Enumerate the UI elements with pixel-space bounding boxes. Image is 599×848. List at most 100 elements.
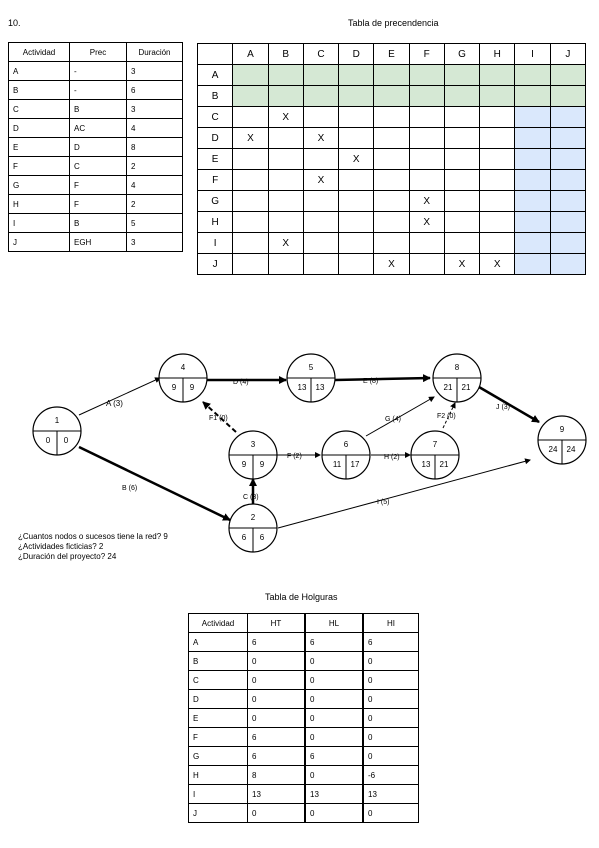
matrix-cell xyxy=(338,169,375,191)
table-cell: D xyxy=(69,137,127,157)
matrix-cell xyxy=(549,85,587,107)
node-late-time: 24 xyxy=(567,445,576,454)
matrix-cell xyxy=(408,106,445,128)
node-late-time: 13 xyxy=(316,383,325,392)
table-cell: J xyxy=(8,232,70,252)
node-late-time: 21 xyxy=(440,460,449,469)
edge-label-f2: F2 (0) xyxy=(437,413,456,420)
node-early-time: 24 xyxy=(549,445,558,454)
table-cell: 6 xyxy=(362,632,419,652)
node-early-time: 9 xyxy=(172,383,177,392)
table-row: B-6 xyxy=(8,80,183,100)
edge-label-e: E (8) xyxy=(363,378,378,385)
matrix-cell xyxy=(479,127,516,149)
slack-hi-header: HI xyxy=(362,613,419,633)
matrix-cell xyxy=(443,85,481,107)
matrix-column-header: E xyxy=(373,43,410,65)
matrix-cell xyxy=(338,64,375,86)
matrix-row-header: G xyxy=(196,190,234,212)
questions-block: ¿Cuantos nodos o sucesos tiene la red? 9… xyxy=(18,532,168,562)
matrix-cell xyxy=(514,148,551,170)
matrix-cell xyxy=(302,232,340,254)
matrix-cell xyxy=(549,232,587,254)
matrix-cell xyxy=(549,127,587,149)
table-cell: C xyxy=(69,156,127,176)
problem-number: 10. xyxy=(8,18,21,28)
matrix-cell: X xyxy=(479,253,516,275)
matrix-cell xyxy=(479,211,516,233)
table-cell: 0 xyxy=(304,765,364,785)
matrix-cell xyxy=(338,211,375,233)
edge-label-j: J (3) xyxy=(496,404,510,411)
matrix-row-header: C xyxy=(196,106,234,128)
table-cell: -6 xyxy=(362,765,419,785)
matrix-cell xyxy=(514,169,551,191)
edge-g xyxy=(365,396,435,437)
edge-label-i: I (5) xyxy=(377,499,389,506)
node-early-time: 0 xyxy=(46,436,51,445)
table-cell: E xyxy=(188,708,248,728)
slack-activity-header: Actividad xyxy=(188,613,248,633)
matrix-cell xyxy=(514,211,551,233)
matrix-row-header: D xyxy=(196,127,234,149)
node-early-time: 13 xyxy=(422,460,431,469)
matrix-cell xyxy=(443,211,481,233)
matrix-cell: X xyxy=(408,211,445,233)
table-cell: H xyxy=(8,194,70,214)
table-cell: I xyxy=(8,213,70,233)
table-cell: E xyxy=(8,137,70,157)
slack-title: Tabla de Holguras xyxy=(265,592,338,602)
table-cell: H xyxy=(188,765,248,785)
question-dummy: ¿Actividades ficticias? 2 xyxy=(18,542,104,551)
table-cell: D xyxy=(8,118,70,138)
matrix-cell xyxy=(267,211,304,233)
matrix-cell xyxy=(443,127,481,149)
matrix-cell xyxy=(514,64,551,86)
matrix-cell xyxy=(232,85,269,107)
matrix-cell xyxy=(479,148,516,170)
table-cell: F xyxy=(188,727,248,747)
matrix-cell xyxy=(373,64,410,86)
table-cell: - xyxy=(69,61,127,81)
table-cell: 5 xyxy=(126,213,183,233)
matrix-column-header: F xyxy=(408,43,445,65)
table-cell: 6 xyxy=(247,727,306,747)
matrix-cell: X xyxy=(302,169,340,191)
matrix-cell xyxy=(267,253,304,275)
matrix-cell xyxy=(267,190,304,212)
activity-header: Actividad xyxy=(8,42,70,62)
node-id: 4 xyxy=(181,363,186,372)
matrix-cell xyxy=(408,169,445,191)
matrix-cell xyxy=(302,253,340,275)
table-cell: 0 xyxy=(304,727,364,747)
question-nodes: ¿Cuantos nodos o sucesos tiene la red? 9 xyxy=(18,532,168,541)
matrix-cell xyxy=(373,106,410,128)
matrix-cell xyxy=(479,85,516,107)
table-cell: 0 xyxy=(247,708,306,728)
matrix-cell xyxy=(549,253,587,275)
node-id: 1 xyxy=(55,416,60,425)
node-early-time: 9 xyxy=(242,460,247,469)
matrix-cell xyxy=(408,148,445,170)
table-cell: 4 xyxy=(126,175,183,195)
table-cell: EGH xyxy=(69,232,127,252)
matrix-cell xyxy=(373,211,410,233)
table-cell: 2 xyxy=(126,156,183,176)
edge-label-f: F (2) xyxy=(287,453,302,460)
matrix-cell xyxy=(514,127,551,149)
edge-b xyxy=(78,445,231,522)
table-cell: 3 xyxy=(126,99,183,119)
matrix-cell xyxy=(232,148,269,170)
matrix-cell xyxy=(514,190,551,212)
matrix-cell xyxy=(338,106,375,128)
table-cell: 0 xyxy=(304,689,364,709)
table-cell: AC xyxy=(69,118,127,138)
table-cell: B xyxy=(188,651,248,671)
